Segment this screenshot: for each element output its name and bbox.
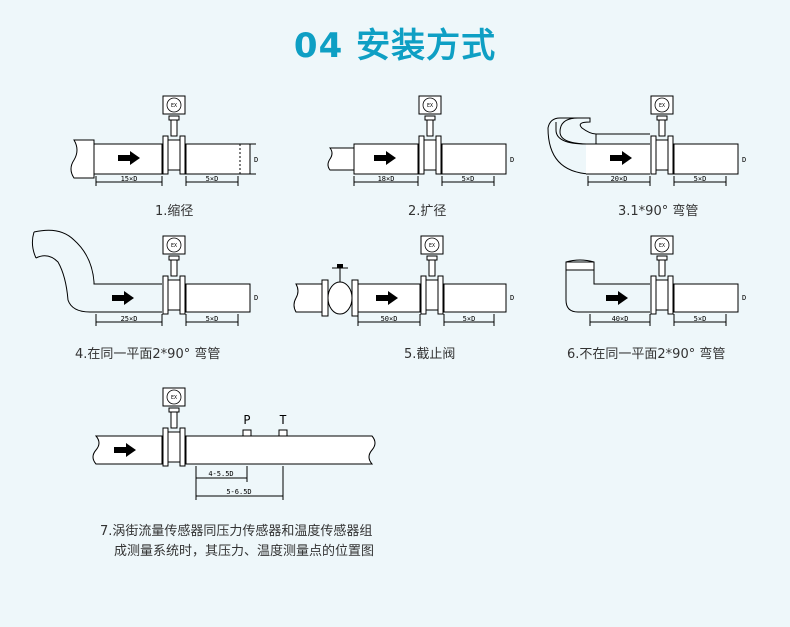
caption-1: 1.缩径 (155, 204, 194, 219)
caption-6: 6.不在同一平面2*90° 弯管 (567, 347, 726, 362)
diagram-6: D (565, 235, 746, 326)
diagram-1: D (70, 95, 258, 186)
dim-upstream-5: 50×D (381, 315, 398, 323)
svg-text:D: D (254, 294, 258, 302)
svg-text:D: D (254, 156, 258, 164)
svg-text:D: D (510, 294, 514, 302)
diagram-7 (92, 387, 376, 500)
dim-downstream-6: 5×D (694, 315, 707, 323)
dim-upstream-1: 15×D (121, 175, 138, 183)
dim-downstream-2: 5×D (462, 175, 475, 183)
dim-upstream-2: 18×D (378, 175, 395, 183)
svg-text:D: D (742, 156, 746, 164)
svg-text:D: D (510, 156, 514, 164)
dim-temperature: 5-6.5D (226, 488, 251, 496)
dim-upstream-4: 25×D (121, 315, 138, 323)
diagram-5: D (293, 235, 514, 326)
dim-pressure: 4-5.5D (208, 470, 233, 478)
dim-downstream-4: 5×D (206, 315, 219, 323)
dim-upstream-6: 40×D (612, 315, 629, 323)
diagram-4: D (31, 229, 258, 326)
caption-4: 4.在同一平面2*90° 弯管 (75, 347, 221, 362)
dim-downstream-1: 5×D (206, 175, 219, 183)
diagram-3: D (547, 95, 746, 186)
label-t: T (279, 413, 286, 427)
page-title: 04 安装方式 (293, 26, 497, 66)
caption-2: 2.扩径 (408, 204, 447, 219)
svg-text:D: D (742, 294, 746, 302)
caption-3: 3.1*90° 弯管 (618, 204, 699, 219)
diagram-2: D (327, 95, 514, 186)
dim-upstream-3: 20×D (611, 175, 628, 183)
caption-7-line2: 成测量系统时，其压力、温度测量点的位置图 (114, 544, 375, 559)
dim-downstream-5: 5×D (463, 315, 476, 323)
dim-downstream-3: 5×D (694, 175, 707, 183)
caption-7-line1: 7.涡街流量传感器同压力传感器和温度传感器组 (100, 524, 373, 539)
label-p: P (243, 413, 250, 427)
caption-5: 5.截止阀 (404, 347, 456, 362)
caption-7: 7.涡街流量传感器同压力传感器和温度传感器组 成测量系统时，其压力、温度测量点的… (100, 522, 374, 562)
